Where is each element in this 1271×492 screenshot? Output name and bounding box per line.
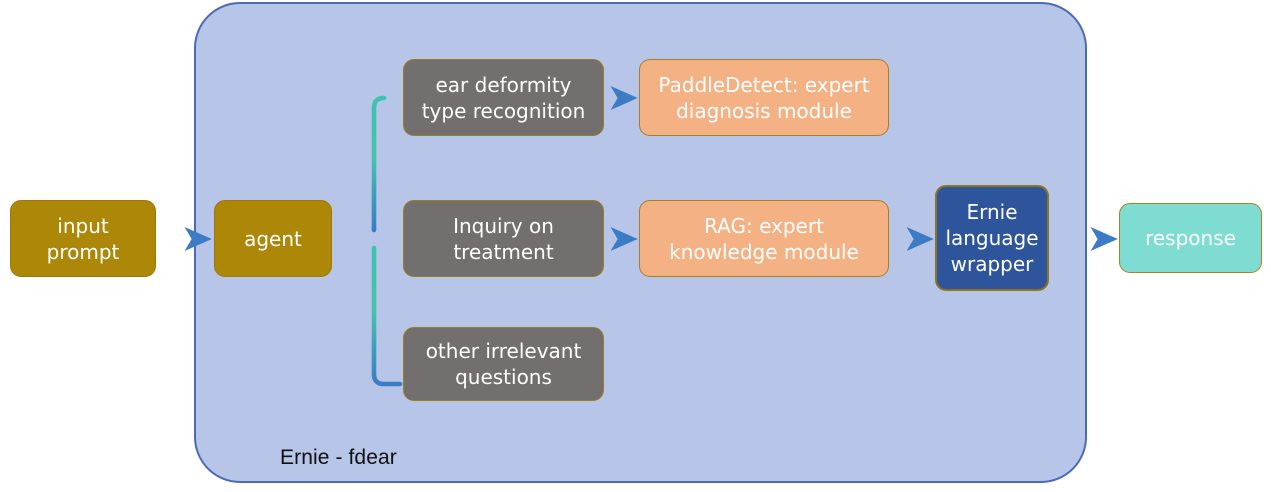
node-rag-line1: RAG: expert <box>704 213 824 238</box>
node-response[interactable]: response <box>1119 203 1262 273</box>
node-ear-deformity-line2: type recognition <box>421 98 586 123</box>
node-input-prompt-line2: prompt <box>46 239 120 264</box>
node-paddledetect-line1: PaddleDetect: expert <box>658 72 870 97</box>
node-paddledetect-line2: diagnosis module <box>676 98 852 123</box>
node-other-irrelevant-line2: questions <box>455 365 552 389</box>
node-inquiry-line2: treatment <box>453 239 554 264</box>
node-ernie-wrapper-line3: wrapper <box>950 252 1034 276</box>
node-agent-label: agent <box>244 226 302 251</box>
container-label: Ernie - fdear <box>280 446 397 469</box>
node-inquiry-line1: Inquiry on <box>453 213 554 238</box>
node-response-label: response <box>1145 226 1236 250</box>
node-agent[interactable]: agent <box>214 200 332 277</box>
node-ear-deformity-line1: ear deformity <box>435 72 572 97</box>
node-rag-line2: knowledge module <box>669 239 859 264</box>
node-other-irrelevant-line1: other irrelevant <box>425 339 582 363</box>
node-input-prompt-line1: input <box>57 213 109 238</box>
node-ernie-wrapper-line1: Ernie <box>966 200 1018 224</box>
node-ernie-wrapper-line2: language <box>945 226 1039 250</box>
